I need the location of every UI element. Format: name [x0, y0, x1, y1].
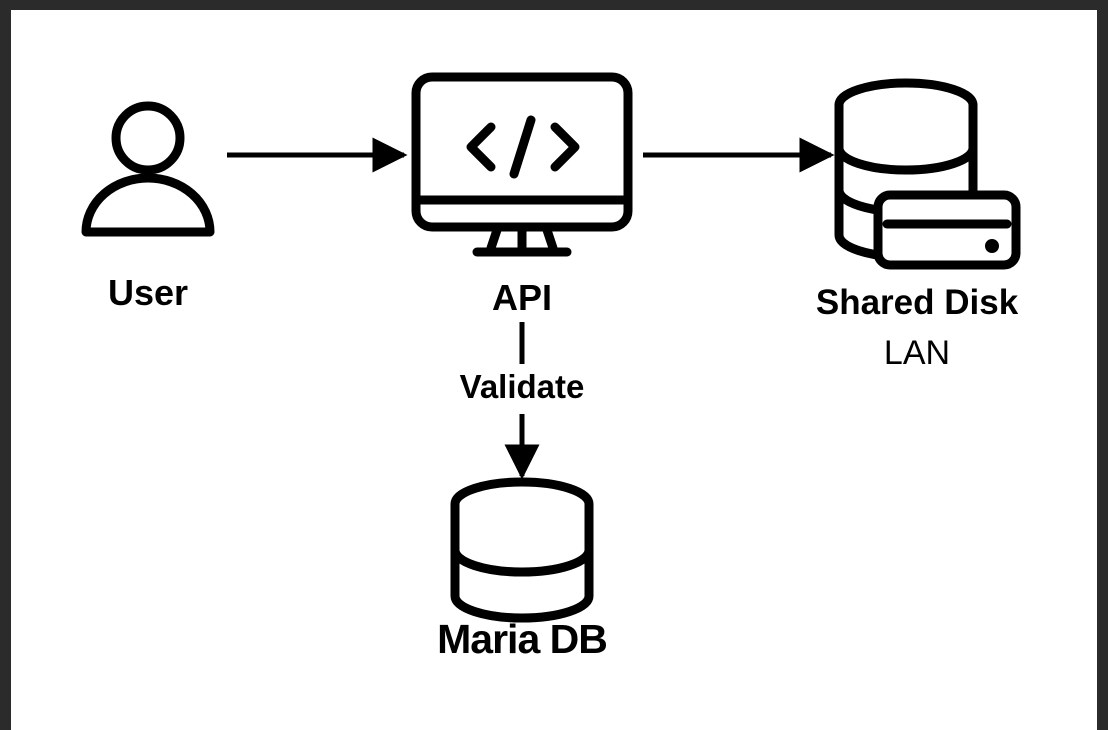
- api-label: API: [491, 277, 552, 318]
- shared-disk-sublabel: LAN: [883, 334, 951, 372]
- shared-disk-label: Shared Disk: [815, 283, 1019, 322]
- database-icon: [450, 477, 594, 623]
- user-icon: [81, 101, 215, 237]
- user-label: User: [107, 272, 189, 313]
- mariadb-label: Maria DB: [437, 616, 608, 662]
- validate-edge-label: Validate: [459, 368, 585, 405]
- diagram-svg: [81, 72, 1021, 623]
- computer-code-icon: [411, 72, 633, 257]
- diagram-canvas: User API Shared Disk LAN Validate Maria …: [11, 10, 1097, 730]
- database-disk-icon: [834, 78, 1021, 270]
